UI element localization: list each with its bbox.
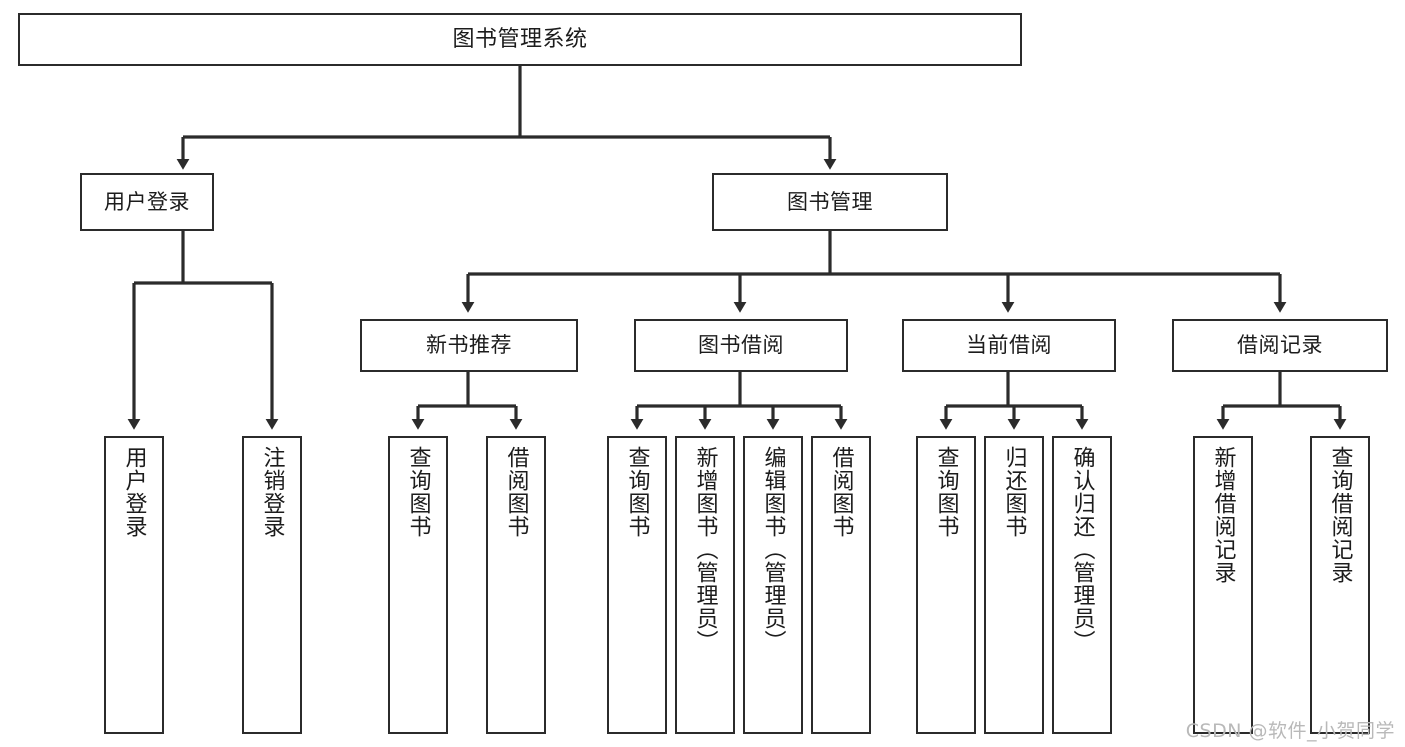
node-label: 编辑图书（管理员）	[760, 446, 786, 653]
node-label: 图书管理	[787, 189, 873, 214]
node-label: 查询图书	[624, 446, 650, 538]
node-root-system[interactable]: 图书管理系统	[18, 13, 1022, 66]
node-leaf-user-login[interactable]: 用户登录	[104, 436, 164, 734]
node-leaf-query-book-2[interactable]: 查询图书	[607, 436, 667, 734]
node-current-borrow[interactable]: 当前借阅	[902, 319, 1116, 372]
node-label: 借阅图书	[503, 446, 529, 538]
node-leaf-return-book[interactable]: 归还图书	[984, 436, 1044, 734]
node-leaf-logout[interactable]: 注销登录	[242, 436, 302, 734]
node-label: 查询图书	[405, 446, 431, 538]
node-book-borrow[interactable]: 图书借阅	[634, 319, 848, 372]
node-borrow-record[interactable]: 借阅记录	[1172, 319, 1388, 372]
node-book-management[interactable]: 图书管理	[712, 173, 948, 231]
node-label: 新书推荐	[426, 333, 512, 358]
node-label: 图书借阅	[698, 333, 784, 358]
node-label: 注销登录	[259, 446, 285, 538]
node-label: 确认归还（管理员）	[1069, 446, 1095, 653]
node-leaf-confirm-return[interactable]: 确认归还（管理员）	[1052, 436, 1112, 734]
node-label: 图书管理系统	[452, 26, 588, 52]
node-leaf-query-book-1[interactable]: 查询图书	[388, 436, 448, 734]
node-label: 查询图书	[933, 446, 959, 538]
node-label: 查询借阅记录	[1327, 446, 1353, 584]
node-user-login[interactable]: 用户登录	[80, 173, 214, 231]
node-leaf-query-book-3[interactable]: 查询图书	[916, 436, 976, 734]
node-leaf-query-record[interactable]: 查询借阅记录	[1310, 436, 1370, 734]
node-label: 归还图书	[1001, 446, 1027, 538]
node-label: 用户登录	[104, 189, 190, 214]
watermark-text: CSDN @软件_小贺同学	[1185, 720, 1395, 742]
node-label: 借阅记录	[1237, 333, 1323, 358]
node-leaf-add-record[interactable]: 新增借阅记录	[1193, 436, 1253, 734]
node-label: 当前借阅	[966, 333, 1052, 358]
node-leaf-borrow-book-2[interactable]: 借阅图书	[811, 436, 871, 734]
node-leaf-add-book[interactable]: 新增图书（管理员）	[675, 436, 735, 734]
node-label: 新增借阅记录	[1210, 446, 1236, 584]
node-label: 借阅图书	[828, 446, 854, 538]
node-label: 新增图书（管理员）	[692, 446, 718, 653]
node-leaf-borrow-book-1[interactable]: 借阅图书	[486, 436, 546, 734]
node-label: 用户登录	[121, 446, 147, 538]
node-new-book-recommend[interactable]: 新书推荐	[360, 319, 578, 372]
node-leaf-edit-book[interactable]: 编辑图书（管理员）	[743, 436, 803, 734]
